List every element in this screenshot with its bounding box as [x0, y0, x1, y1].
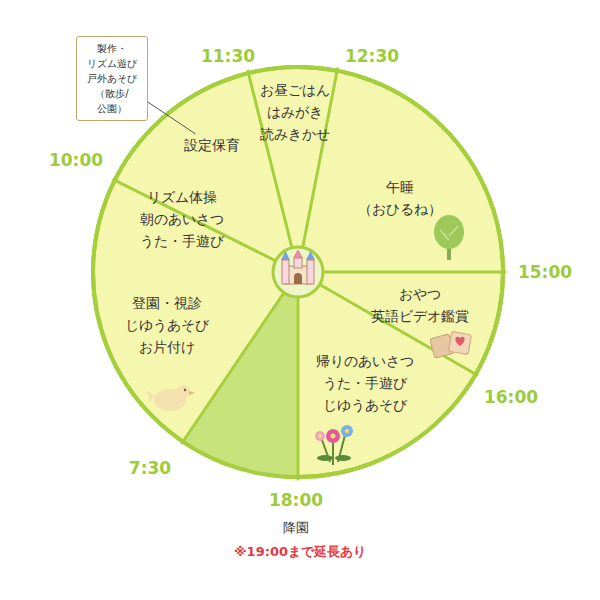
pickup-note: 降園: [283, 519, 309, 537]
sector-text: リズム体操 朝のあいさつ うた・手遊び: [140, 186, 224, 252]
node-text: 午睡（おひるね）: [358, 176, 442, 220]
sector-text: 設定保育: [184, 134, 240, 156]
node-text: 製作・リズム遊び 戸外あそび（散歩/公園）: [87, 41, 137, 116]
time-label: 12:30: [345, 46, 399, 66]
time-label: 7:30: [129, 458, 171, 478]
time-label: 16:00: [484, 387, 538, 407]
node-text: 帰りのあいさつ うた・手遊び じゆうあそび: [316, 350, 414, 416]
time-label: 18:00: [269, 490, 323, 510]
time-label: 10:00: [49, 150, 103, 170]
sector-text: 登園・視診 じゆうあそび お片付け: [125, 292, 209, 358]
node-text: おやつ 英語ビデオ鑑賞: [371, 283, 469, 327]
leader-line: [148, 102, 196, 134]
sector-text: お昼ごはん はみがき 読みきかせ: [260, 79, 330, 145]
time-label: 15:00: [518, 262, 572, 282]
node-text: お昼ごはん はみがき 読みきかせ: [260, 79, 330, 145]
node-text: 登園・視診 じゆうあそび お片付け: [125, 292, 209, 358]
callout-bubble: 製作・リズム遊び 戸外あそび（散歩/公園）: [76, 36, 148, 121]
extension-note: ※19:00まで延長あり: [234, 543, 366, 561]
sector-text: 午睡（おひるね）: [358, 176, 442, 220]
node-text: 設定保育: [184, 134, 240, 156]
node-text: リズム体操 朝のあいさつ うた・手遊び: [140, 186, 224, 252]
sector-text: 帰りのあいさつ うた・手遊び じゆうあそび: [316, 350, 414, 416]
time-label: 11:30: [201, 46, 255, 66]
sector-text: おやつ 英語ビデオ鑑賞: [371, 283, 469, 327]
